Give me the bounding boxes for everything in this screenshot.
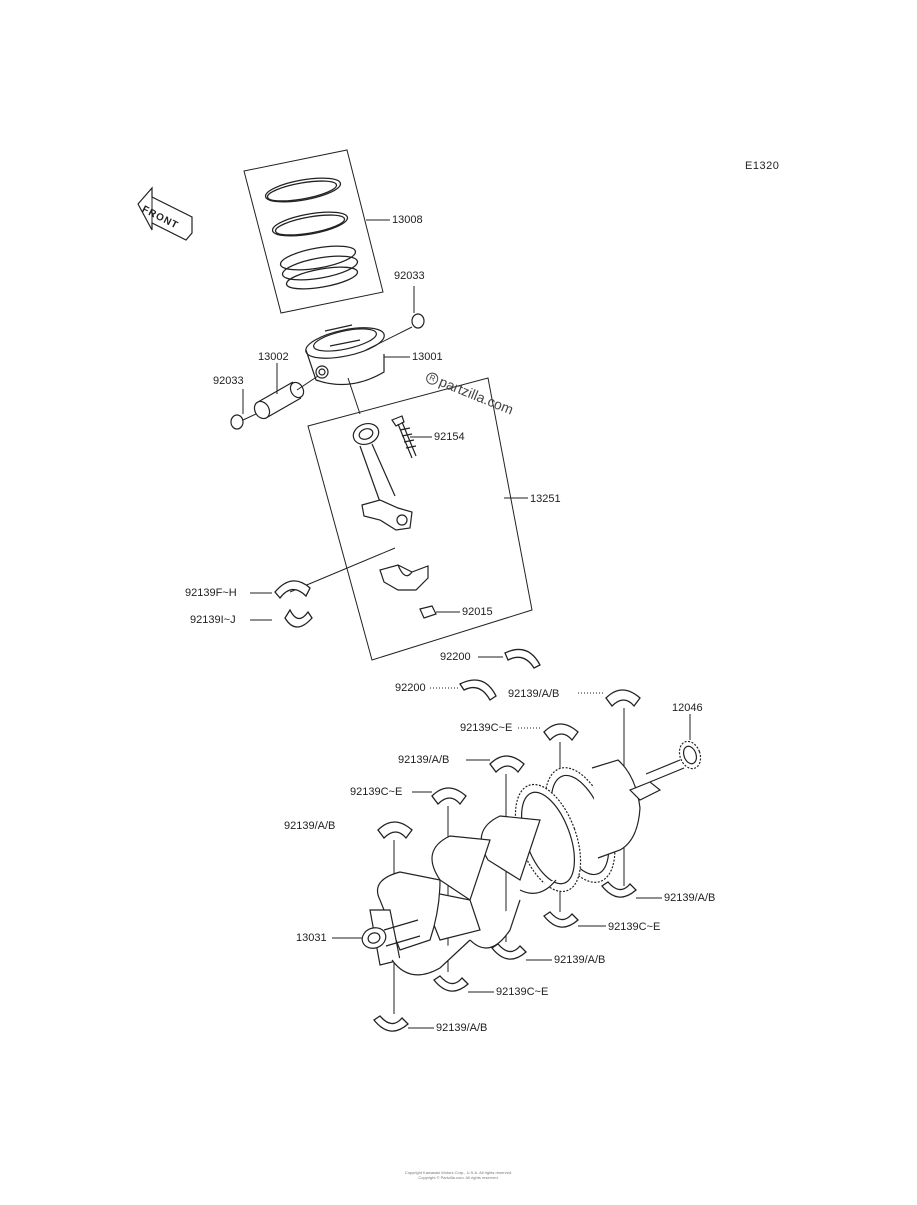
- label-92015[interactable]: 92015: [462, 606, 493, 618]
- front-arrow-icon: [138, 188, 192, 240]
- footer-line-2: Copyright © Partzilla.com. All rights re…: [418, 1175, 499, 1180]
- label-92200-upper[interactable]: 92200: [440, 651, 471, 663]
- label-13031[interactable]: 13031: [296, 932, 327, 944]
- label-92139ab-4[interactable]: 92139/A/B: [664, 892, 716, 904]
- label-13008[interactable]: 13008: [392, 214, 423, 226]
- rod-cap-icon: [380, 565, 428, 590]
- connecting-rod-icon: [350, 420, 412, 530]
- label-92154[interactable]: 92154: [434, 431, 465, 443]
- main-bearings-lower-icon: [374, 882, 636, 1031]
- rod-bearing-upper-icon: [275, 581, 310, 598]
- label-92139fh[interactable]: 92139F~H: [185, 587, 237, 599]
- ring-set-box: [244, 150, 383, 313]
- label-92139ab-6[interactable]: 92139/A/B: [436, 1022, 488, 1034]
- rod-nut-icon: [420, 606, 436, 618]
- label-13002[interactable]: 13002: [258, 351, 289, 363]
- rod-box: [308, 378, 532, 660]
- rod-bolt-icon: [392, 416, 416, 458]
- label-13251[interactable]: 13251: [530, 493, 561, 505]
- label-92139ab-2[interactable]: 92139/A/B: [398, 754, 450, 766]
- main-bearings-upper-icon: [378, 690, 640, 838]
- piston-pin-icon: [251, 380, 306, 421]
- label-92139ab-1[interactable]: 92139/A/B: [508, 688, 560, 700]
- rod-bearing-lower-icon: [285, 610, 312, 627]
- drive-gear-icon: [646, 738, 704, 782]
- thrust-washer-1-icon: [505, 649, 540, 668]
- label-13001[interactable]: 13001: [412, 351, 443, 363]
- label-92139ab-5[interactable]: 92139/A/B: [554, 954, 606, 966]
- diagram-code: E1320: [745, 160, 780, 172]
- label-92033-left[interactable]: 92033: [213, 375, 244, 387]
- label-92139ij[interactable]: 92139I~J: [190, 614, 236, 626]
- label-92139ce-4[interactable]: 92139C~E: [496, 986, 549, 998]
- label-12046[interactable]: 12046: [672, 702, 703, 714]
- piston-icon: [303, 322, 387, 385]
- label-92200-lower[interactable]: 92200: [395, 682, 426, 694]
- label-92139ce-3[interactable]: 92139C~E: [608, 921, 661, 933]
- piston-rings-icon: [264, 174, 359, 294]
- footer-line-1: Copyright Kawasaki Motors Corp., U.S.A. …: [404, 1170, 513, 1175]
- clip-icon: [412, 314, 424, 328]
- clip-left-icon: [231, 415, 243, 429]
- label-92033-right[interactable]: 92033: [394, 270, 425, 282]
- label-92139ab-3[interactable]: 92139/A/B: [284, 820, 336, 832]
- label-92139ce-1[interactable]: 92139C~E: [460, 722, 513, 734]
- crankshaft-icon: [359, 758, 660, 975]
- thrust-washer-2-icon: [460, 680, 496, 700]
- label-92139ce-2[interactable]: 92139C~E: [350, 786, 403, 798]
